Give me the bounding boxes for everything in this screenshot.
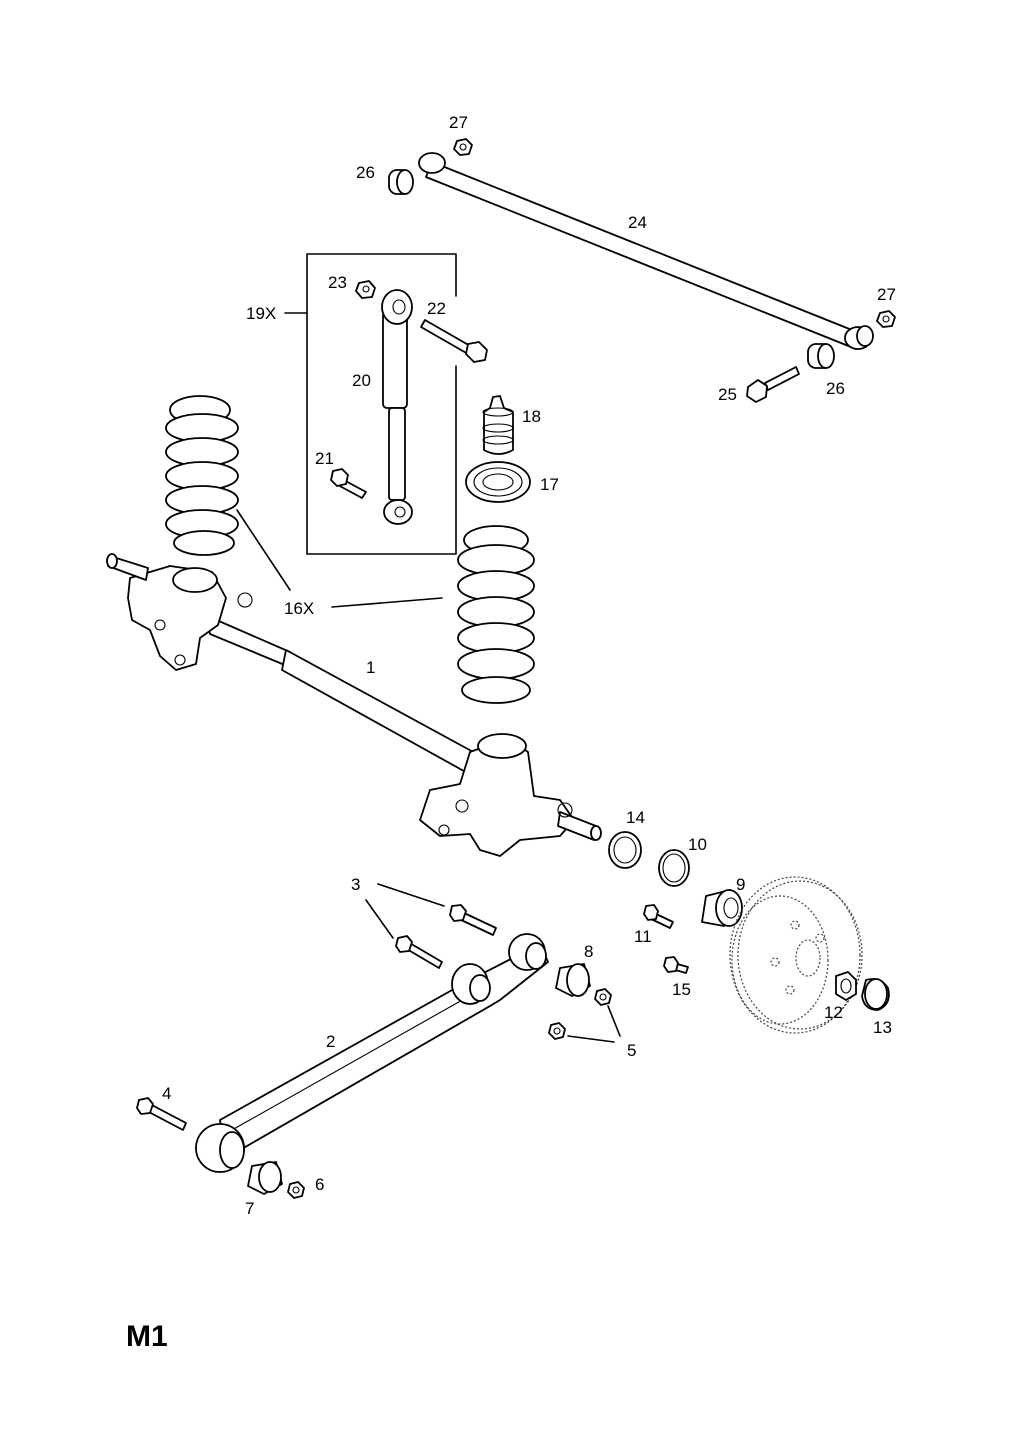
label-9: 9 — [736, 875, 745, 894]
part-20-shock-absorber — [381, 289, 413, 525]
part-9-wheel-bearing — [701, 889, 743, 927]
label-4: 4 — [162, 1084, 171, 1103]
part-14-seal-ring — [608, 831, 642, 869]
part-27-nut-lower — [876, 310, 896, 328]
label-22: 22 — [427, 299, 446, 318]
part-16x-leader-lines — [236, 509, 443, 608]
part-21-bolt — [330, 468, 367, 499]
part-3-bolt-upper — [449, 904, 497, 936]
label-23: 23 — [328, 273, 347, 292]
part-3-leader-lines — [365, 883, 445, 939]
label-18: 18 — [522, 407, 541, 426]
part-11-bolt — [643, 904, 674, 929]
label-27-lower: 27 — [877, 285, 896, 304]
part-22-bolt — [420, 319, 488, 363]
part-4-bolt — [136, 1097, 187, 1131]
part-18-bump-stop — [482, 395, 514, 455]
label-6: 6 — [315, 1175, 324, 1194]
label-12: 12 — [824, 1003, 843, 1022]
label-10: 10 — [688, 835, 707, 854]
label-14: 14 — [626, 808, 645, 827]
part-26-bushing-lower — [807, 343, 835, 369]
label-20: 20 — [352, 371, 371, 390]
label-2: 2 — [326, 1032, 335, 1051]
part-26-bushing-upper — [388, 169, 414, 195]
label-26-upper: 26 — [356, 163, 375, 182]
part-24-panhard-rod — [418, 152, 874, 350]
part-5-nut-lower — [548, 1022, 566, 1040]
part-16x-coil-spring-left — [165, 395, 239, 556]
part-12-hub-nut — [835, 971, 857, 1001]
label-15: 15 — [672, 980, 691, 999]
part-15-bolt — [663, 956, 689, 974]
label-5: 5 — [627, 1041, 636, 1060]
part-1-rear-axle — [106, 553, 602, 857]
label-27-upper: 27 — [449, 113, 468, 132]
part-25-bolt — [746, 366, 800, 403]
label-8: 8 — [584, 942, 593, 961]
part-17-spring-seat — [465, 461, 531, 503]
label-11: 11 — [634, 927, 652, 946]
part-6-nut — [287, 1181, 305, 1199]
part-8-bushing — [555, 963, 591, 997]
part-16x-coil-spring-right — [457, 525, 535, 704]
brake-drum — [729, 876, 863, 1034]
part-2-trailing-arm — [195, 933, 549, 1173]
part-13-hub-cap — [861, 978, 890, 1011]
label-24: 24 — [628, 213, 647, 232]
label-7: 7 — [245, 1199, 254, 1218]
part-5-nut-upper — [594, 988, 612, 1006]
label-17: 17 — [540, 475, 559, 494]
diagram-code: M1 — [126, 1320, 168, 1353]
part-7-bushing — [247, 1161, 283, 1195]
label-16x: 16X — [284, 599, 314, 618]
label-1: 1 — [366, 658, 375, 677]
label-26-lower: 26 — [826, 379, 845, 398]
part-27-nut-upper — [453, 138, 473, 156]
label-13: 13 — [873, 1018, 892, 1037]
label-25: 25 — [718, 385, 737, 404]
part-10-circlip — [658, 849, 690, 887]
label-3: 3 — [351, 875, 360, 894]
part-3-bolt-lower — [395, 935, 443, 969]
part-23-nut — [355, 280, 376, 299]
part-19x-kit-frame — [284, 253, 457, 555]
part-5-leader-lines — [567, 1005, 621, 1043]
label-19x: 19X — [246, 304, 276, 323]
label-21: 21 — [315, 449, 334, 468]
